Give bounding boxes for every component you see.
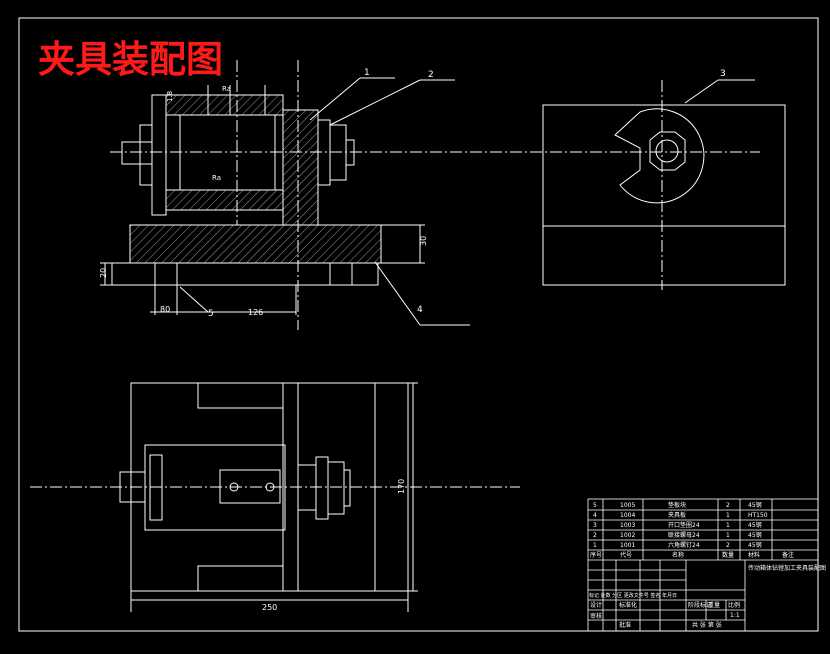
bom-row-qty: 2: [726, 542, 730, 549]
bom-header-material: 材料: [748, 551, 760, 559]
bom-row-material: HT150: [748, 512, 768, 519]
bom-row-no: 1: [593, 542, 597, 549]
left-foot: [154, 262, 178, 286]
drawing-border: [18, 17, 819, 632]
left-washer: [139, 124, 153, 186]
approve-label: 批准: [619, 621, 631, 629]
bom-row-no: 4: [593, 512, 597, 519]
right-foot: [329, 262, 353, 286]
dim-80: 80: [160, 305, 170, 314]
bom-row-material: 45钢: [748, 501, 762, 509]
weight-label: 重量: [708, 601, 720, 609]
bom-row-code: 1001: [620, 542, 635, 549]
stage-label: 阶段标记: [688, 601, 712, 609]
bom-row-code: 1003: [620, 522, 635, 529]
leader-label-5: 5: [208, 309, 214, 319]
table: [111, 262, 379, 286]
hex-nut: [649, 131, 686, 171]
surface-mark-bottom: Ra: [212, 174, 221, 182]
scale-value: 1:1: [730, 612, 740, 619]
dim-1-8: 1.8: [166, 91, 174, 102]
bom-row-name: 垫板块: [668, 501, 686, 509]
bom-header-no: 序号: [590, 551, 602, 559]
side-view: [542, 79, 786, 290]
bom-row-qty: 2: [726, 502, 730, 509]
bom-header-name: 名称: [672, 551, 684, 559]
bom-row-material: 45钢: [748, 521, 762, 529]
bom-row-qty: 1: [726, 512, 730, 519]
bom-row-qty: 1: [726, 522, 730, 529]
bom-row-name: 开口垫圈24: [668, 521, 700, 529]
bom-table: 5 1005 垫板块 2 45钢 4 1004 夹具板 1 HT150 3 10…: [589, 501, 826, 629]
sheets-label: 共 张 第 张: [692, 621, 722, 629]
leader-label-1: 1: [364, 68, 370, 78]
revision-labels: 标记 处数 分区 更改文件号 签名 年月日: [589, 592, 677, 599]
base-plate: [129, 224, 382, 264]
bom-row-no: 2: [593, 532, 597, 539]
surface-mark-top: Ra: [222, 85, 231, 93]
dim-30: 30: [419, 236, 428, 246]
standard-label: 标准化: [619, 601, 637, 609]
bom-row-code: 1005: [620, 502, 635, 509]
nut-circle: [655, 139, 679, 163]
leader-label-2: 2: [428, 70, 434, 80]
dim-126: 126: [248, 308, 263, 317]
open-washer: [614, 108, 705, 204]
drawing-name: 传动箱体钻镗加工夹具装配图: [748, 564, 826, 572]
bom-row-code: 1004: [620, 512, 635, 519]
bottom-wall: [165, 189, 284, 211]
bom-header-code: 代号: [620, 551, 632, 559]
bom-row-material: 45钢: [748, 531, 762, 539]
leader-label-4: 4: [417, 305, 423, 315]
review-label: 审核: [590, 612, 602, 620]
drawing-title: 夹具装配图: [38, 37, 223, 81]
left-bracket: [151, 94, 167, 216]
top-view: [30, 382, 520, 612]
bom-row-code: 1002: [620, 532, 635, 539]
nut-top: [315, 456, 329, 520]
bom-row-qty: 1: [726, 532, 730, 539]
bom-row-name: 六角螺钉24: [668, 541, 700, 549]
bom-header-note: 备注: [782, 551, 794, 559]
bom-row-material: 45钢: [748, 541, 762, 549]
bom-row-name: 夹具板: [668, 511, 686, 519]
bom-row-no: 5: [593, 502, 597, 509]
support-block: [282, 109, 319, 226]
front-view: [100, 60, 760, 330]
design-label: 设计: [590, 601, 602, 609]
title-block: [587, 498, 819, 632]
leader-label-3: 3: [720, 69, 726, 79]
bom-row-no: 3: [593, 522, 597, 529]
bom-row-name: 联接螺母24: [668, 531, 700, 539]
left-nut: [121, 141, 153, 165]
scale-label: 比例: [728, 601, 740, 609]
side-plate: [542, 104, 786, 286]
bom-header-qty: 数量: [722, 551, 734, 559]
dim-20: 20: [99, 268, 108, 278]
dim-170: 170: [397, 479, 406, 494]
dim-250: 250: [262, 603, 277, 612]
